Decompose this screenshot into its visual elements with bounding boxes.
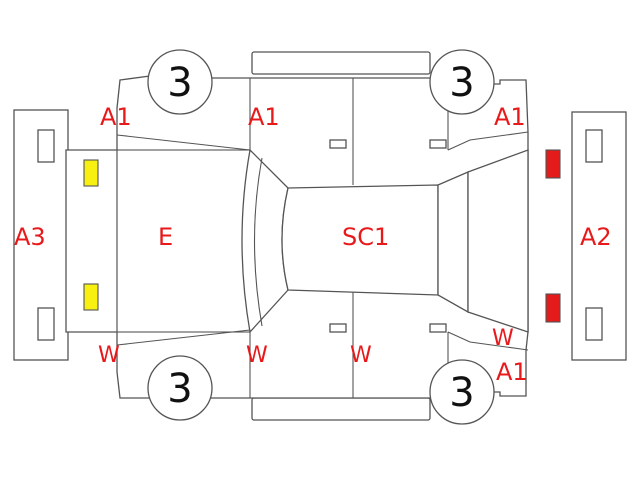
wheel-front-right: 3 [147, 355, 213, 421]
code-right-front-door: W [246, 343, 268, 368]
code-right-rear-quarter: A1 [496, 358, 528, 386]
wheel-rear-left-label: 3 [449, 60, 474, 106]
wheel-front-left: 3 [147, 49, 213, 115]
code-left-rear-fender: A1 [494, 103, 526, 131]
code-left-front-fender: A1 [100, 103, 132, 131]
code-left-front-door: A1 [248, 103, 280, 131]
rear-window [437, 171, 469, 314]
door-handles [329, 139, 447, 333]
code-right-rear-door: W [350, 343, 372, 368]
wheel-rear-left: 3 [429, 49, 495, 115]
trunk-panel [467, 149, 529, 333]
code-hood: E [158, 223, 173, 251]
front-bumper [13, 109, 69, 361]
rear-right-lamp [545, 293, 561, 323]
wheel-front-right-label: 3 [167, 366, 192, 412]
front-left-lamp [83, 159, 99, 187]
rear-left-lamp [545, 149, 561, 179]
roof-panel [281, 184, 439, 296]
wheel-front-left-label: 3 [167, 60, 192, 106]
top-side-sill [251, 51, 431, 75]
code-front-bumper: A3 [14, 223, 46, 251]
wheel-rear-right: 3 [429, 359, 495, 425]
code-rear-bumper: A2 [580, 223, 612, 251]
code-right-front-fender: W [98, 343, 120, 368]
bottom-side-sill [251, 397, 431, 421]
code-roof: SC1 [342, 223, 389, 251]
front-right-lamp [83, 283, 99, 311]
code-right-rear-fender: W [492, 326, 514, 351]
rear-bumper [571, 111, 627, 361]
wheel-rear-right-label: 3 [449, 370, 474, 416]
